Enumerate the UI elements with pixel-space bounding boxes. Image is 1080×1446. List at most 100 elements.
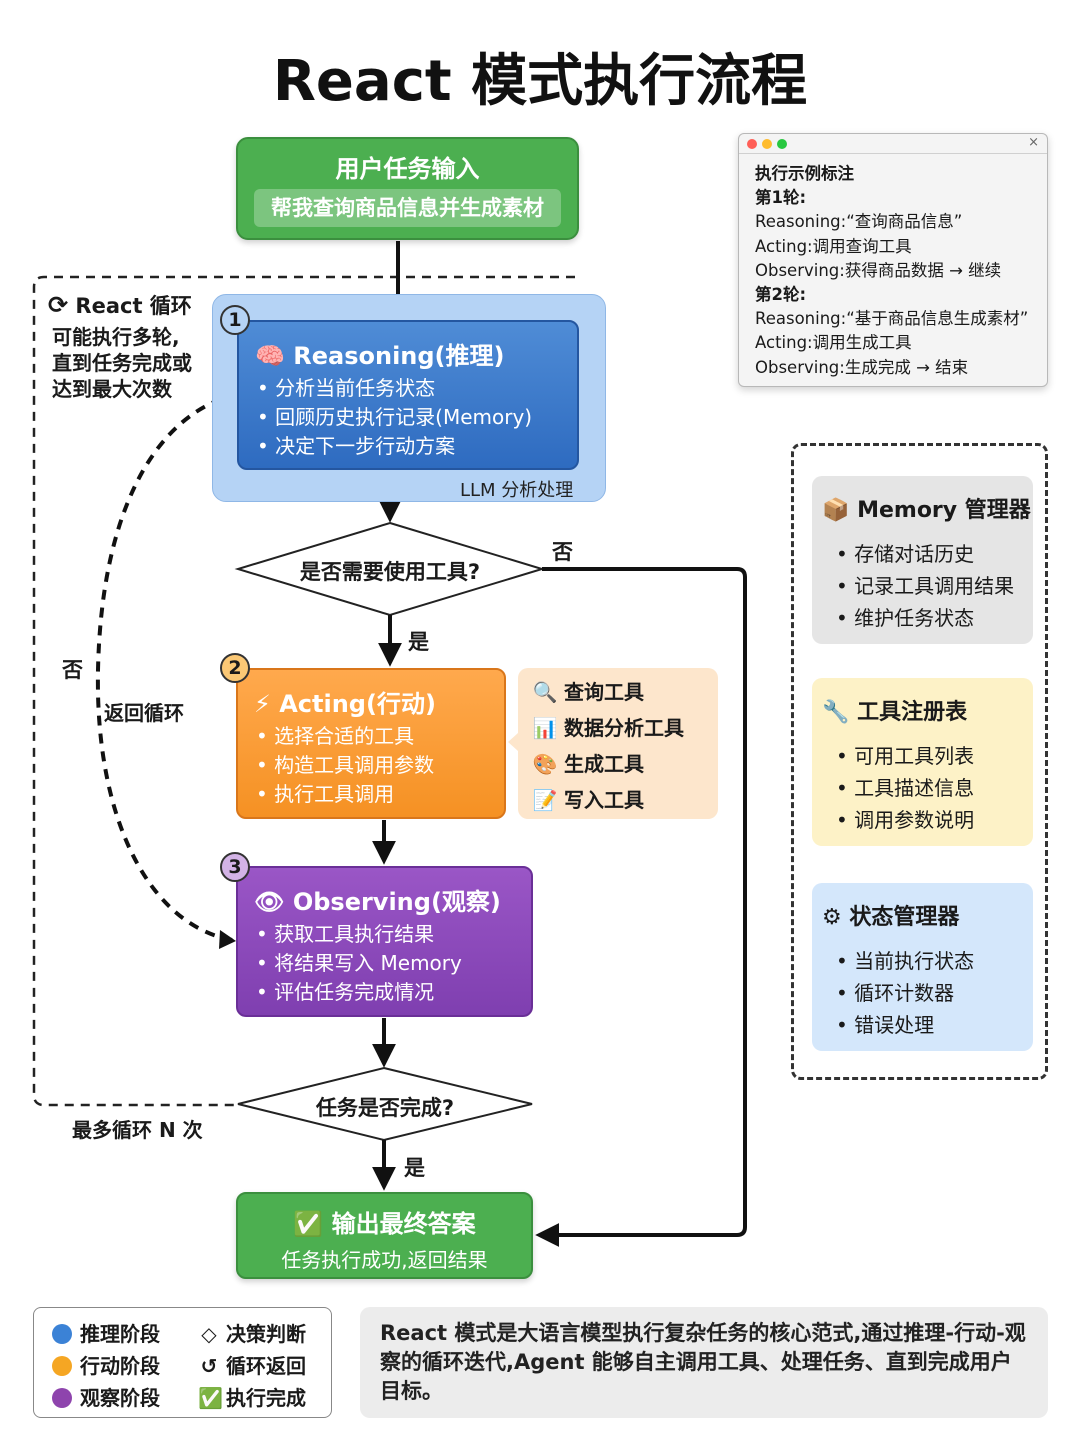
observing-item: 获取工具执行结果 <box>256 920 462 949</box>
example-round-2: 第2轮: <box>755 285 807 305</box>
tool-label: 生成工具 <box>564 752 644 776</box>
decision-done-text: 任务是否完成? <box>315 1096 455 1120</box>
observing-box: 👁 Observing(观察) 获取工具执行结果 将结果写入 Memory 评估… <box>236 866 533 1017</box>
magnifier-icon: 🔍 <box>532 680 558 704</box>
memo-icon: 📝 <box>532 788 558 812</box>
acting-item: 选择合适的工具 <box>256 722 434 751</box>
example-round-1: 第1轮: <box>755 188 807 208</box>
reasoning-item: 决定下一步行动方案 <box>257 432 532 461</box>
loop-desc-line: 可能执行多轮, <box>52 325 180 349</box>
diamond-icon: ◇ <box>201 1322 217 1346</box>
observing-title-text: Observing(观察) <box>292 888 501 916</box>
reasoning-title: 🧠 Reasoning(推理) <box>255 336 505 371</box>
purple-dot-icon <box>52 1388 72 1408</box>
tools-pointer <box>508 733 518 751</box>
legend-label: 推理阶段 <box>80 1322 160 1346</box>
summary-text: React 模式是大语言模型执行复杂任务的核心范式,通过推理-行动-观察的循环迭… <box>380 1321 1026 1403</box>
loop-label-text: React 循环 <box>75 294 192 318</box>
tool-registry-title: 🔧 工具注册表 <box>822 694 967 726</box>
decision-yes-label: 是 <box>408 630 429 654</box>
example-line: Observing:生成完成 → 结束 <box>755 357 969 377</box>
legend-label: 行动阶段 <box>80 1354 160 1378</box>
example-line: Acting:调用生成工具 <box>755 333 912 353</box>
legend-done: ✅执行完成 <box>198 1382 306 1411</box>
max-loop-label: 最多循环 N 次 <box>72 1118 203 1142</box>
state-manager-card: ⚙ 状态管理器 当前执行状态 循环计数器 错误处理 <box>812 883 1033 1051</box>
legend-decision: ◇ 决策判断 <box>198 1318 306 1347</box>
memory-item: 记录工具调用结果 <box>836 570 1014 602</box>
step-badge-3: 3 <box>220 852 250 882</box>
example-window: × 执行示例标注 第1轮: Reasoning:“查询商品信息” Acting:… <box>738 133 1048 387</box>
final-output-title-text: 输出最终答案 <box>331 1210 476 1238</box>
step-badge-2: 2 <box>220 653 250 683</box>
memory-title-text: Memory 管理器 <box>857 498 1031 523</box>
memory-list: 存储对话历史 记录工具调用结果 维护任务状态 <box>836 538 1014 634</box>
observing-item: 评估任务完成情况 <box>256 978 462 1007</box>
decision-no-label: 否 <box>552 540 573 564</box>
legend-label: 执行完成 <box>226 1386 306 1410</box>
legend-label: 决策判断 <box>226 1322 306 1346</box>
state-item: 当前执行状态 <box>836 945 974 977</box>
state-manager-title: ⚙ 状态管理器 <box>822 899 959 931</box>
tool-label: 数据分析工具 <box>564 716 684 740</box>
window-maximize-dot[interactable] <box>777 139 787 149</box>
reasoning-item: 回顾历史执行记录(Memory) <box>257 403 532 432</box>
refresh-icon: ⟳ <box>48 291 69 319</box>
tool-registry-item: 可用工具列表 <box>836 740 974 772</box>
legend-label: 观察阶段 <box>80 1386 160 1410</box>
state-item: 循环计数器 <box>836 977 974 1009</box>
tools-list-box: 🔍查询工具 📊数据分析工具 🎨生成工具 📝写入工具 <box>518 668 718 819</box>
loop-label: ⟳ React 循环 <box>48 290 192 320</box>
check-mark-icon: ✅ <box>293 1210 324 1238</box>
example-content: 执行示例标注 第1轮: Reasoning:“查询商品信息” Acting:调用… <box>755 162 1028 380</box>
legend-observing: 观察阶段 <box>52 1382 160 1411</box>
components-panel: 📦 Memory 管理器 存储对话历史 记录工具调用结果 维护任务状态 🔧 工具… <box>791 443 1048 1080</box>
tool-item-generate: 🎨生成工具 <box>532 748 644 777</box>
arrow-return-head-bottom <box>219 930 236 949</box>
example-line: Reasoning:“基于商品信息生成素材” <box>755 309 1029 329</box>
acting-list: 选择合适的工具 构造工具调用参数 执行工具调用 <box>256 722 434 809</box>
step-badge-1: 1 <box>220 305 250 335</box>
acting-title: ⚡ Acting(行动) <box>254 684 436 719</box>
window-minimize-dot[interactable] <box>762 139 772 149</box>
tool-label: 写入工具 <box>564 788 644 812</box>
loop-desc-line: 直到任务完成或 <box>52 351 192 375</box>
page-title: React 模式执行流程 <box>272 49 808 114</box>
example-line: Acting:调用查询工具 <box>755 236 912 256</box>
example-line: Reasoning:“查询商品信息” <box>755 212 963 232</box>
acting-box: ⚡ Acting(行动) 选择合适的工具 构造工具调用参数 执行工具调用 <box>236 668 506 819</box>
tool-registry-item: 工具描述信息 <box>836 772 974 804</box>
tool-registry-item: 调用参数说明 <box>836 804 974 836</box>
final-output-title: ✅ 输出最终答案 <box>238 1204 531 1239</box>
tool-label: 查询工具 <box>564 680 644 704</box>
tool-item-analysis: 📊数据分析工具 <box>532 712 684 741</box>
legend-loop: ↺循环返回 <box>198 1350 306 1379</box>
tool-registry-card: 🔧 工具注册表 可用工具列表 工具描述信息 调用参数说明 <box>812 678 1033 846</box>
return-loop-label: 返回循环 <box>104 701 184 725</box>
reasoning-box: 🧠 Reasoning(推理) 分析当前任务状态 回顾历史执行记录(Memory… <box>237 320 579 470</box>
acting-item: 构造工具调用参数 <box>256 751 434 780</box>
loop-description: 可能执行多轮, 直到任务完成或 达到最大次数 <box>52 324 222 402</box>
blue-dot-icon <box>52 1324 72 1344</box>
tool-item-write: 📝写入工具 <box>532 784 644 813</box>
bar-chart-icon: 📊 <box>532 716 558 740</box>
reasoning-item: 分析当前任务状态 <box>257 374 532 403</box>
state-title-text: 状态管理器 <box>849 905 960 930</box>
observing-title: 👁 Observing(观察) <box>254 882 501 917</box>
loop-no-label: 否 <box>62 658 83 682</box>
legend: 推理阶段 行动阶段 观察阶段 ◇ 决策判断 ↺循环返回 ✅执行完成 <box>33 1307 332 1418</box>
wrench-icon: 🔧 <box>822 700 850 725</box>
check-mark-icon: ✅ <box>198 1386 223 1410</box>
close-icon[interactable]: × <box>1028 135 1039 150</box>
memory-item: 维护任务状态 <box>836 602 1014 634</box>
memory-manager-title: 📦 Memory 管理器 <box>822 492 1031 524</box>
state-item: 错误处理 <box>836 1009 974 1041</box>
user-input-box: 用户任务输入 帮我查询商品信息并生成素材 <box>236 137 579 240</box>
loop-desc-line: 达到最大次数 <box>52 377 172 401</box>
decision-tool-text: 是否需要使用工具? <box>299 560 481 584</box>
final-output-sub: 任务执行成功,返回结果 <box>281 1248 488 1272</box>
window-close-dot[interactable] <box>747 139 757 149</box>
legend-label: 循环返回 <box>226 1354 306 1378</box>
memory-item: 存储对话历史 <box>836 538 1014 570</box>
eye-icon: 👁 <box>254 888 285 916</box>
